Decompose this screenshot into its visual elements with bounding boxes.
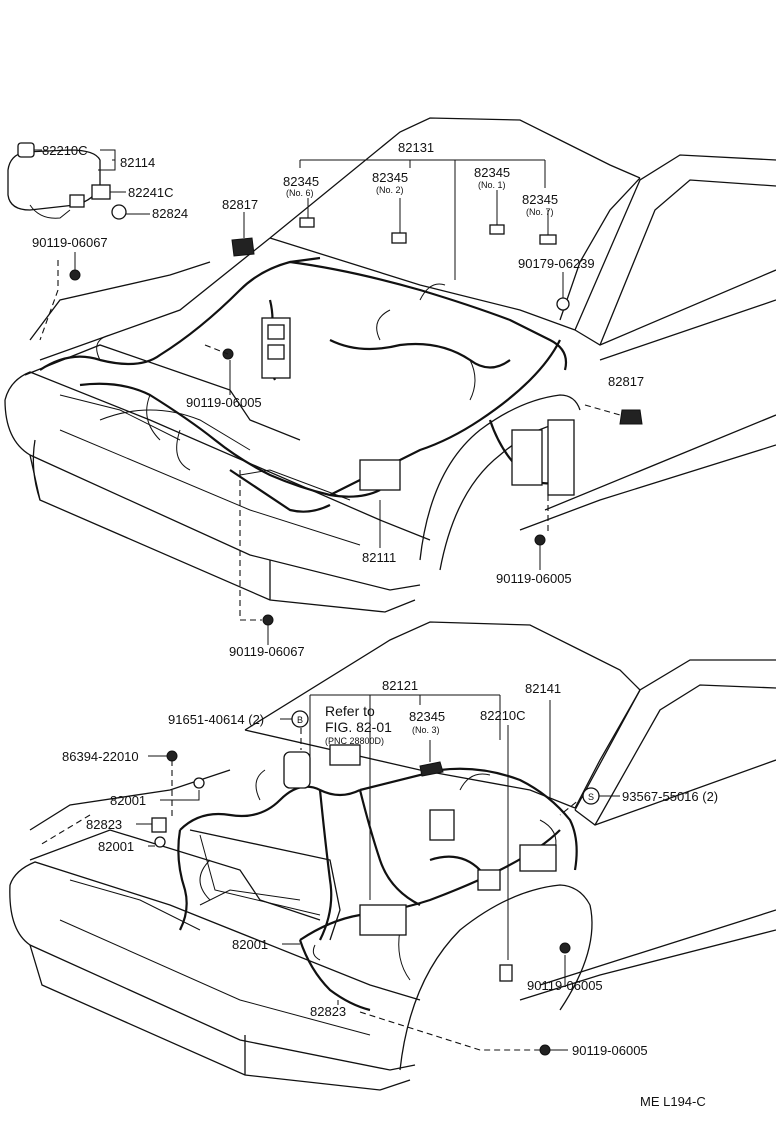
label-90119-06005-right: 90119-06005 [496, 571, 572, 586]
label-86394-22010: 86394-22010 [62, 749, 139, 764]
top-wiring-harness [39, 256, 568, 513]
circle-marker-s [582, 787, 600, 805]
label-90119-06067-bottom: 90119-06067 [229, 644, 305, 659]
label-82210C: 82210C [42, 143, 88, 158]
bottom-labels: 82121 82141 91651-40614 (2) B Refer to F… [62, 678, 718, 1058]
label-no6: (No. 6) [286, 188, 314, 198]
label-82001-top: 82001 [110, 793, 146, 808]
top-vehicle-body [4, 117, 776, 613]
label-82345-no7: 82345 [522, 192, 558, 207]
label-no3: (No. 3) [412, 725, 440, 735]
circle-marker-b [291, 710, 309, 728]
label-no2: (No. 2) [376, 185, 404, 195]
refer-to-line1: Refer to [325, 703, 375, 719]
label-82823-bottom: 82823 [310, 1004, 346, 1019]
label-82345-no1: 82345 [474, 165, 510, 180]
label-82111: 82111 [362, 550, 396, 565]
refer-to-line3: (PNC 28800D) [325, 736, 384, 746]
label-90119-06067-top: 90119-06067 [32, 235, 108, 250]
label-82001-mid: 82001 [98, 839, 134, 854]
label-82141: 82141 [525, 681, 561, 696]
top-labels: 82210C 82114 82241C 82824 90119-06067 82… [32, 140, 644, 659]
label-circle-b: B [297, 715, 303, 725]
label-90119-06005-upper: 90119-06005 [527, 978, 603, 993]
label-no7: (No. 7) [526, 207, 554, 217]
label-82824: 82824 [152, 206, 188, 221]
label-90119-06005-lower: 90119-06005 [572, 1043, 648, 1058]
bottom-components [151, 744, 571, 1056]
label-82131: 82131 [398, 140, 434, 155]
label-82823-top: 82823 [86, 817, 122, 832]
refer-to-line2: FIG. 82-01 [325, 719, 392, 735]
label-82121: 82121 [382, 678, 418, 693]
label-82210C-bottom: 82210C [480, 708, 526, 723]
label-93567-55016: 93567-55016 (2) [622, 789, 718, 804]
bottom-wiring-harness [177, 767, 578, 1012]
label-82114: 82114 [120, 155, 155, 170]
label-no1: (No. 1) [478, 180, 506, 190]
label-82817-left: 82817 [222, 197, 258, 212]
label-circle-s: S [588, 792, 594, 802]
label-82345-no2: 82345 [372, 170, 408, 185]
label-82001-bottom: 82001 [232, 937, 268, 952]
figure-code: ME L194-C [640, 1094, 706, 1109]
bottom-leader-lines [39, 694, 620, 1051]
label-90119-06005-left: 90119-06005 [186, 395, 262, 410]
top-leader-lines [34, 149, 621, 645]
label-82345-no3: 82345 [409, 709, 445, 724]
top-components [7, 142, 643, 626]
label-82345-no6: 82345 [283, 174, 319, 189]
label-91651-40614: 91651-40614 (2) [168, 712, 264, 727]
label-90179-06239: 90179-06239 [518, 256, 595, 271]
label-82241C: 82241C [128, 185, 174, 200]
label-82817-right: 82817 [608, 374, 644, 389]
